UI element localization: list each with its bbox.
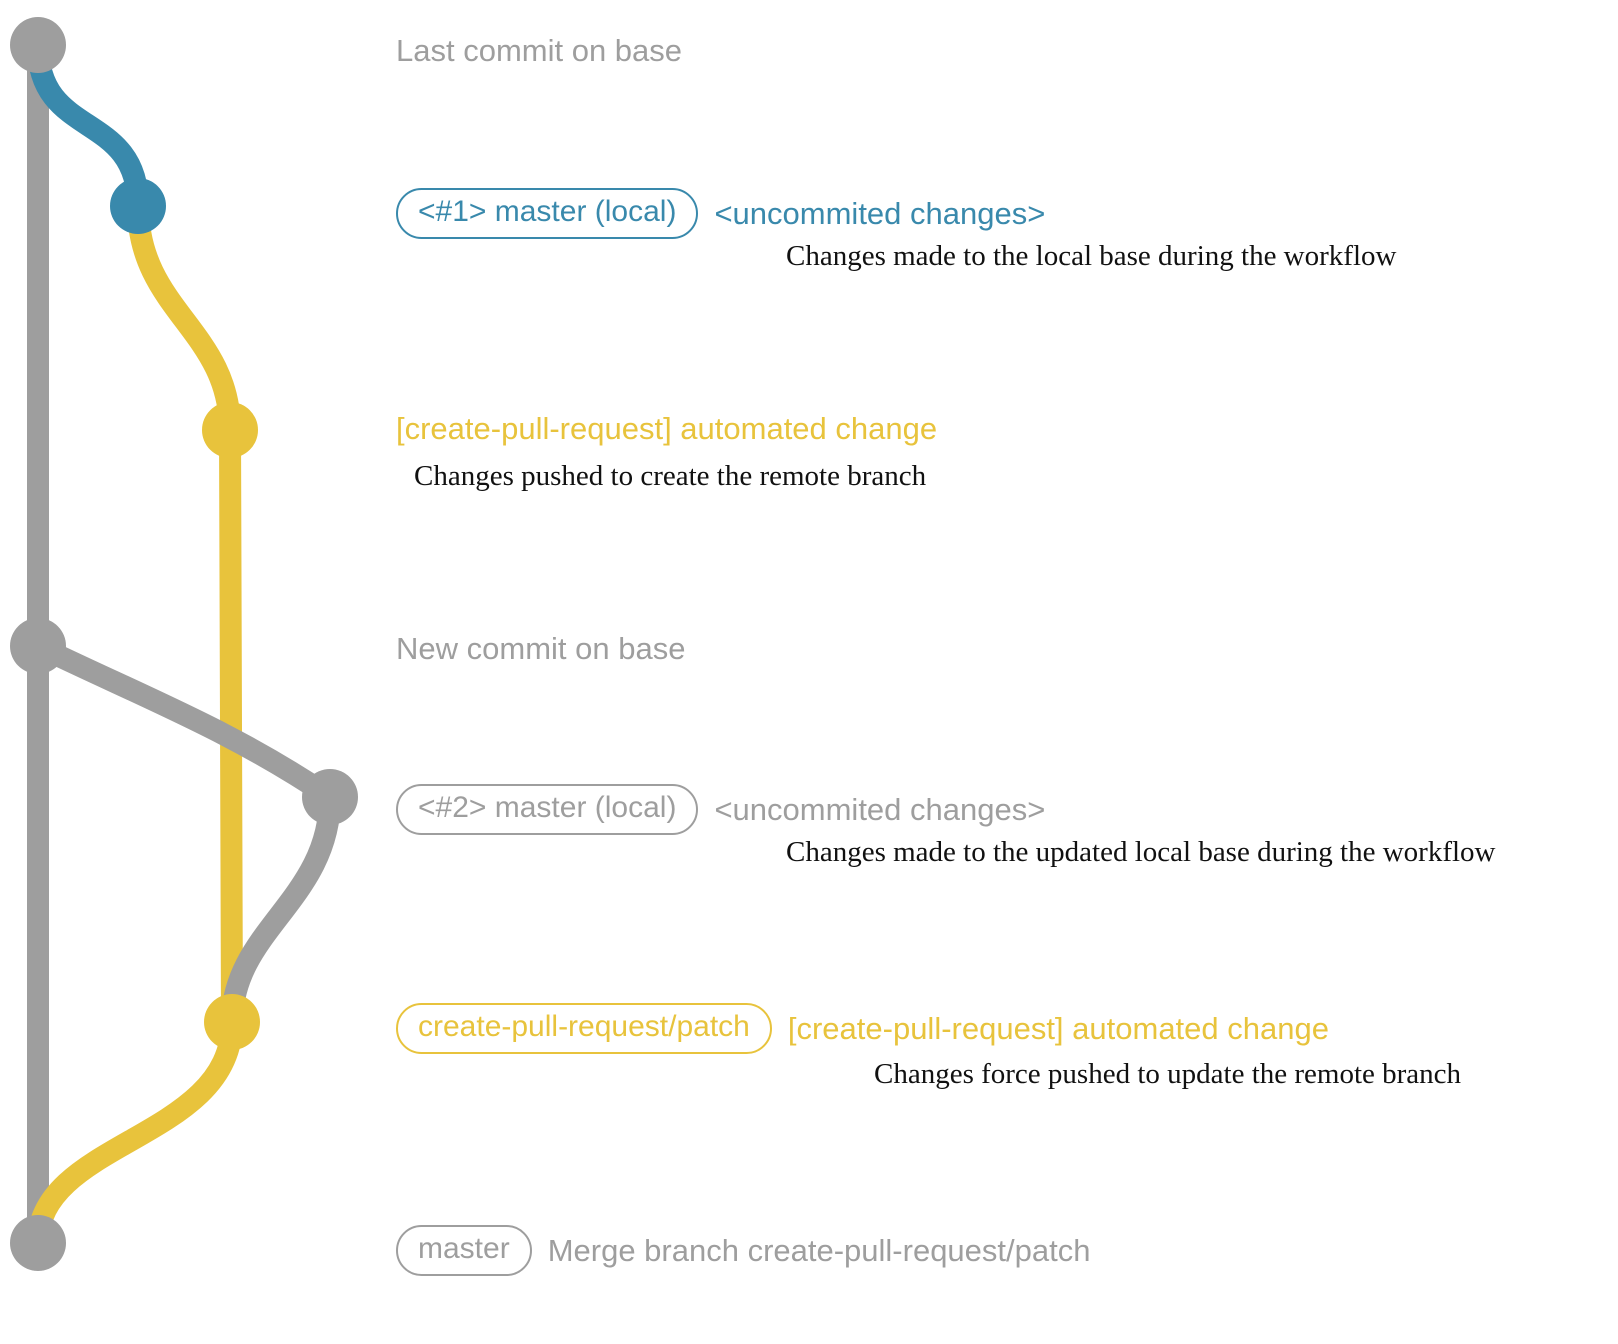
commit-entry-merge-commit: master Merge branch create-pull-request/…	[396, 1225, 1090, 1276]
commit-subject-new-commit-on-base: New commit on base	[396, 631, 686, 666]
branch-local-1	[27, 34, 149, 217]
commit-note-automated-change-1: Changes pushed to create the remote bran…	[414, 460, 927, 492]
commit-subject-automated-change-2: [create-pull-request] automated change	[787, 1011, 1329, 1046]
node-merge	[10, 1215, 66, 1271]
node-patch-1	[202, 402, 258, 458]
commit-note-automated-change-2: Changes force pushed to update the remot…	[874, 1058, 1462, 1090]
branch-merge	[27, 1011, 243, 1254]
commit-subject-master-local-1: <uncommited changes>	[714, 196, 1046, 231]
node-patch-2	[204, 994, 260, 1050]
commit-subject-merge-commit: Merge branch create-pull-request/patch	[547, 1233, 1091, 1268]
ref-badge-master[interactable]: master	[396, 1225, 532, 1276]
commit-entry-master-local-1: <#1> master (local) <uncommited changes>	[396, 188, 1045, 239]
node-local-1	[110, 178, 166, 234]
branch-local-2	[27, 635, 341, 808]
ref-badge-create-pull-request-patch[interactable]: create-pull-request/patch	[396, 1003, 772, 1054]
node-base-new	[10, 618, 66, 674]
commit-entry-automated-change-2: create-pull-request/patch [create-pull-r…	[396, 1003, 1329, 1054]
node-base-top	[10, 17, 66, 73]
commit-entry-master-local-2: <#2> master (local) <uncommited changes>	[396, 784, 1045, 835]
ref-badge-master-local-1[interactable]: <#1> master (local)	[396, 188, 699, 239]
commit-subject-master-local-2: <uncommited changes>	[714, 792, 1046, 827]
branch-patch-1	[127, 195, 241, 441]
node-local-2	[302, 769, 358, 825]
commit-entry-new-commit-on-base: New commit on base	[396, 633, 685, 664]
commit-note-master-local-1: Changes made to the local base during th…	[786, 240, 1397, 272]
commit-nodes	[10, 17, 358, 1271]
ref-badge-master-local-2[interactable]: <#2> master (local)	[396, 784, 699, 835]
commit-subject-last-commit-on-base: Last commit on base	[396, 33, 683, 68]
commit-note-master-local-2: Changes made to the updated local base d…	[786, 836, 1496, 868]
commit-entry-last-commit-on-base: Last commit on base	[396, 35, 682, 66]
commit-subject-automated-change-1: [create-pull-request] automated change	[396, 411, 938, 446]
branch-local-2-down	[221, 786, 341, 1033]
commit-entry-automated-change-1: [create-pull-request] automated change	[396, 413, 937, 444]
